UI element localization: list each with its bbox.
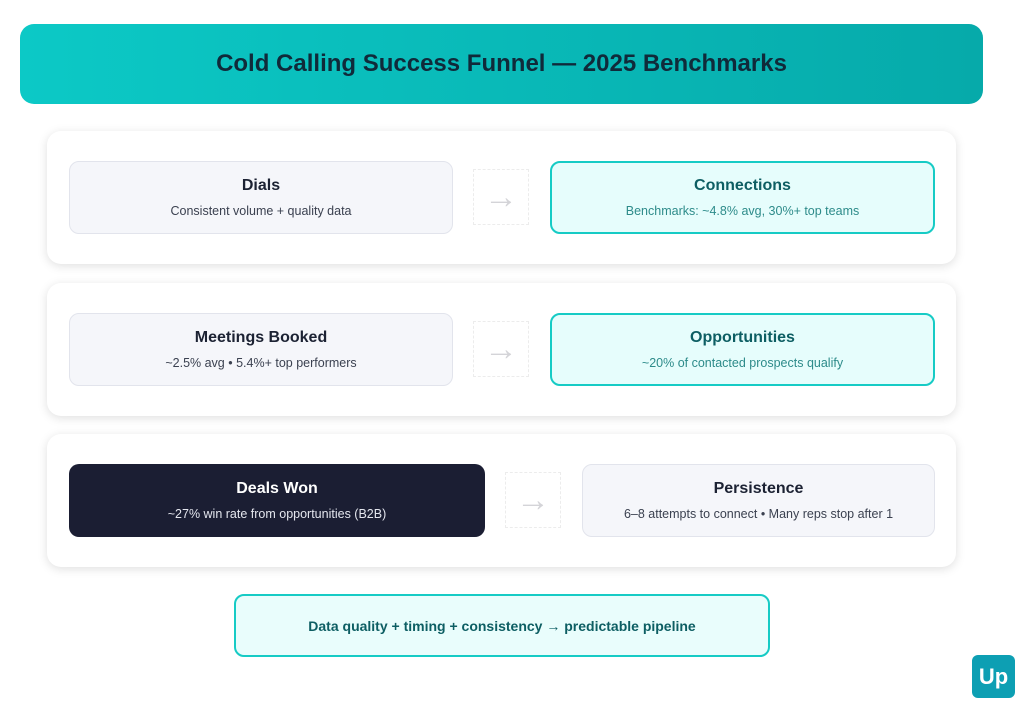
stage-subtitle: ~2.5% avg • 5.4%+ top performers	[165, 356, 357, 370]
funnel-row-3: Deals Won ~27% win rate from opportunitie…	[47, 434, 956, 567]
stage-title: Opportunities	[690, 329, 795, 346]
arrow-right-icon: →	[505, 472, 561, 528]
stage-subtitle: 6–8 attempts to connect • Many reps stop…	[623, 507, 894, 521]
stage-subtitle: Benchmarks: ~4.8% avg, 30%+ top teams	[625, 204, 860, 218]
stage-subtitle: ~20% of contacted prospects qualify	[641, 356, 844, 370]
title-banner: Cold Calling Success Funnel — 2025 Bench…	[20, 24, 983, 104]
stage-deals-won: Deals Won ~27% win rate from opportunitie…	[69, 464, 485, 537]
stage-opportunities: Opportunities ~20% of contacted prospects…	[550, 313, 935, 386]
page-title: Cold Calling Success Funnel — 2025 Bench…	[216, 50, 787, 77]
stage-title: Dials	[241, 177, 281, 194]
stage-meetings-booked: Meetings Booked ~2.5% avg • 5.4%+ top per…	[69, 313, 453, 386]
stage-title: Persistence	[713, 480, 804, 497]
stage-title: Deals Won	[236, 480, 318, 497]
funnel-row-2: Meetings Booked ~2.5% avg • 5.4%+ top per…	[47, 283, 956, 416]
arrow-right-icon: →	[473, 169, 529, 225]
stage-subtitle: ~27% win rate from opportunities (B2B)	[167, 507, 387, 521]
stage-title: Meetings Booked	[194, 329, 328, 346]
summary-callout: Data quality + timing + consistency → pr…	[234, 594, 770, 657]
stage-persistence: Persistence 6–8 attempts to connect • Man…	[582, 464, 935, 537]
stage-subtitle: Consistent volume + quality data	[170, 204, 352, 218]
brand-logo: Up	[972, 655, 1015, 698]
stage-title: Connections	[694, 177, 791, 194]
arrow-right-icon: →	[473, 321, 529, 377]
